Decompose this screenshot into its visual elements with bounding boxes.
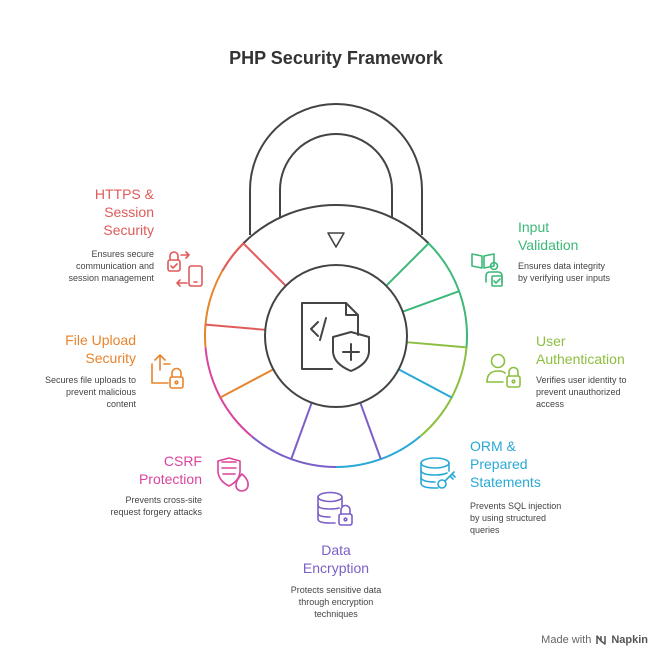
ring-divider-5 [359,402,382,460]
ring-segment-upload [204,242,245,348]
data-encryption-description: Protects sensitive data through encrypti… [290,585,382,619]
lock-body-ring [204,204,468,468]
https-session-description: Ensures secure communication and session… [68,249,154,283]
orm-prepared-description: Prevents SQL injection by using structur… [470,501,562,535]
input-validation-description: Ensures data integrity by verifying user… [518,261,611,283]
ring-segment-top [242,204,430,245]
napkin-footer: Made with Napkin [541,634,648,646]
ring-divider-3 [406,341,467,349]
orm-prepared-title: ORM & Prepared Statements [470,438,541,490]
database-key-icon [420,457,456,489]
napkin-logo-icon [596,635,607,645]
ring-divider-2 [402,290,460,313]
ring-divider-1 [385,242,430,287]
ring-segment-orm [335,435,421,468]
shield-fire-icon [217,457,249,492]
form-check-icon [471,253,503,287]
database-lock-icon [317,491,353,526]
user-authentication-title: User Authentication [536,333,625,367]
ring-divider-9 [242,242,287,287]
csrf-protection-title: CSRF Protection [138,453,202,487]
https-session-title: HTTPS & Session Security [94,186,154,238]
triangle-marker-icon [327,232,345,248]
user-authentication-description: Verifies user identity to prevent unauth… [536,375,627,409]
diagram-title: PHP Security Framework [229,48,443,68]
ring-segment-csrf [204,347,253,438]
ring-segment-https [221,242,245,272]
ring-divider-4 [398,368,453,399]
data-encryption-title: Data Encryption [302,542,370,576]
padlock-shackle [249,103,423,235]
upload-lock-icon [151,354,184,389]
lock-inner-circle [264,264,408,408]
ring-segment-auth [419,347,468,438]
file-upload-title: File Upload Security [65,332,136,366]
ring-segment-encryption [251,435,337,468]
user-lock-icon [486,353,521,388]
made-with-label: Made with [541,634,592,646]
code-file-shield-icon [301,302,370,372]
phone-lock-icon [167,251,203,287]
napkin-brand-label: Napkin [611,634,648,646]
input-validation-title: Input Validation [518,219,579,253]
csrf-protection-description: Prevents cross-site request forgery atta… [110,495,202,517]
file-upload-description: Secures file uploads to prevent maliciou… [44,375,136,409]
ring-divider-7 [219,368,274,399]
ring-divider-8 [205,323,266,331]
ring-divider-6 [290,402,313,460]
